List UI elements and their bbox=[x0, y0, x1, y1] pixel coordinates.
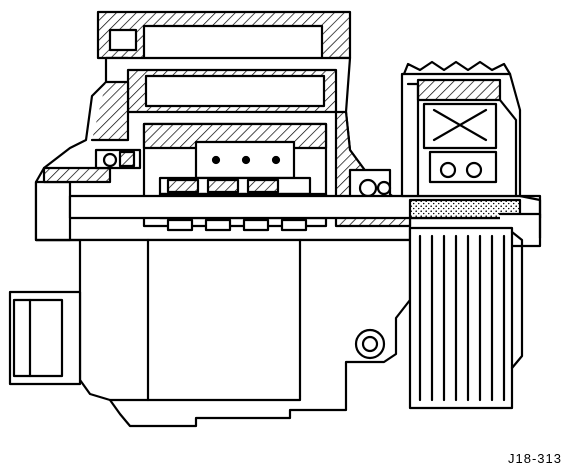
main-shaft bbox=[68, 194, 542, 248]
lower-housing bbox=[34, 238, 412, 428]
figure-reference-code: J18-313 bbox=[508, 451, 562, 466]
left-end-cap bbox=[34, 148, 142, 242]
inlet-fitting bbox=[8, 290, 82, 386]
clutch-pulley bbox=[400, 60, 524, 410]
top-fitting bbox=[96, 10, 352, 72]
